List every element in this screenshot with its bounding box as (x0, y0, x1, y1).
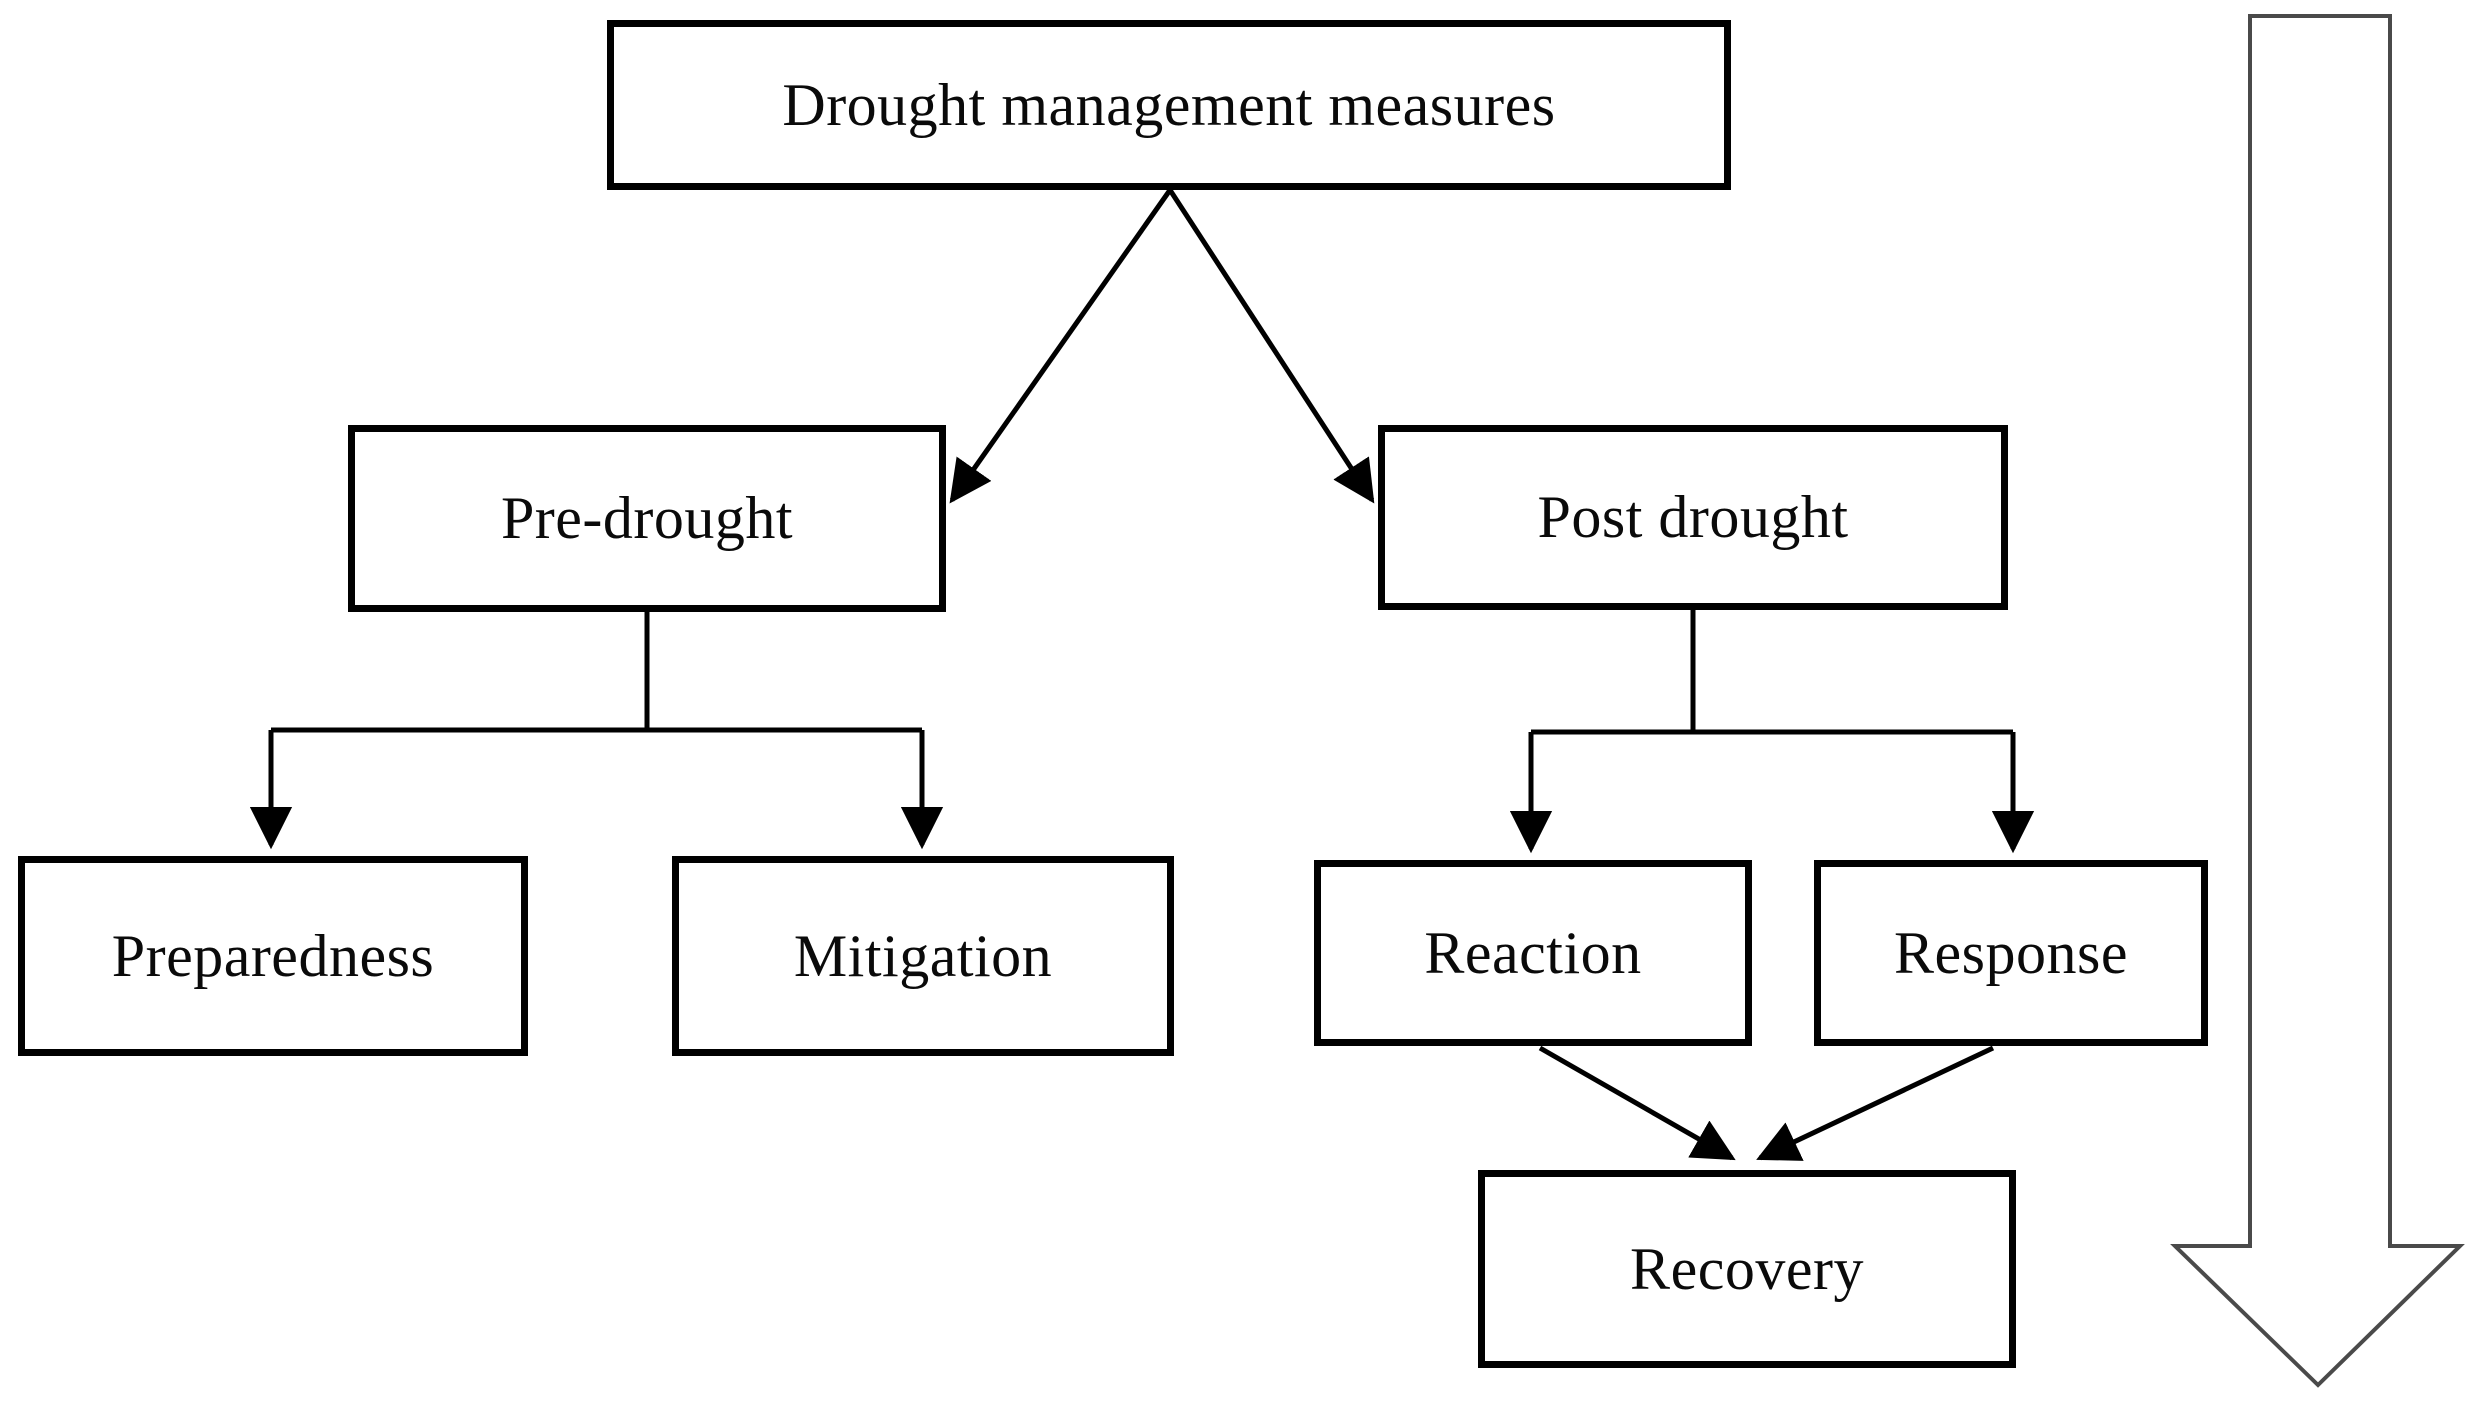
node-drought-management-measures-label: Drought management measures (782, 71, 1556, 138)
edge-root-to-pre-drought-arrow (949, 188, 1173, 504)
node-reaction-label: Reaction (1424, 919, 1642, 986)
node-response: Response (1814, 860, 2208, 1046)
node-preparedness: Preparedness (18, 856, 528, 1056)
node-mitigation-label: Mitigation (793, 922, 1053, 989)
node-post-drought: Post drought (1378, 425, 2008, 610)
edge-root-to-post-drought-arrow (1167, 188, 1375, 504)
node-mitigation: Mitigation (672, 856, 1174, 1056)
node-post-drought-label: Post drought (1537, 484, 1849, 550)
node-response-label: Response (1894, 919, 2128, 986)
edge-reaction-to-recovery-arrow (1538, 1045, 1736, 1161)
node-pre-drought-label: Pre-drought (500, 485, 794, 551)
node-reaction: Reaction (1314, 860, 1752, 1046)
node-recovery: Recovery (1478, 1170, 2016, 1368)
node-drought-management-measures: Drought management measures (607, 20, 1731, 190)
node-pre-drought: Pre-drought (348, 425, 946, 612)
node-preparedness-label: Preparedness (111, 922, 435, 989)
downward-flow-arrow-icon (2170, 14, 2465, 1388)
edge-response-to-recovery-arrow (1756, 1045, 1995, 1161)
node-recovery-label: Recovery (1630, 1235, 1864, 1302)
